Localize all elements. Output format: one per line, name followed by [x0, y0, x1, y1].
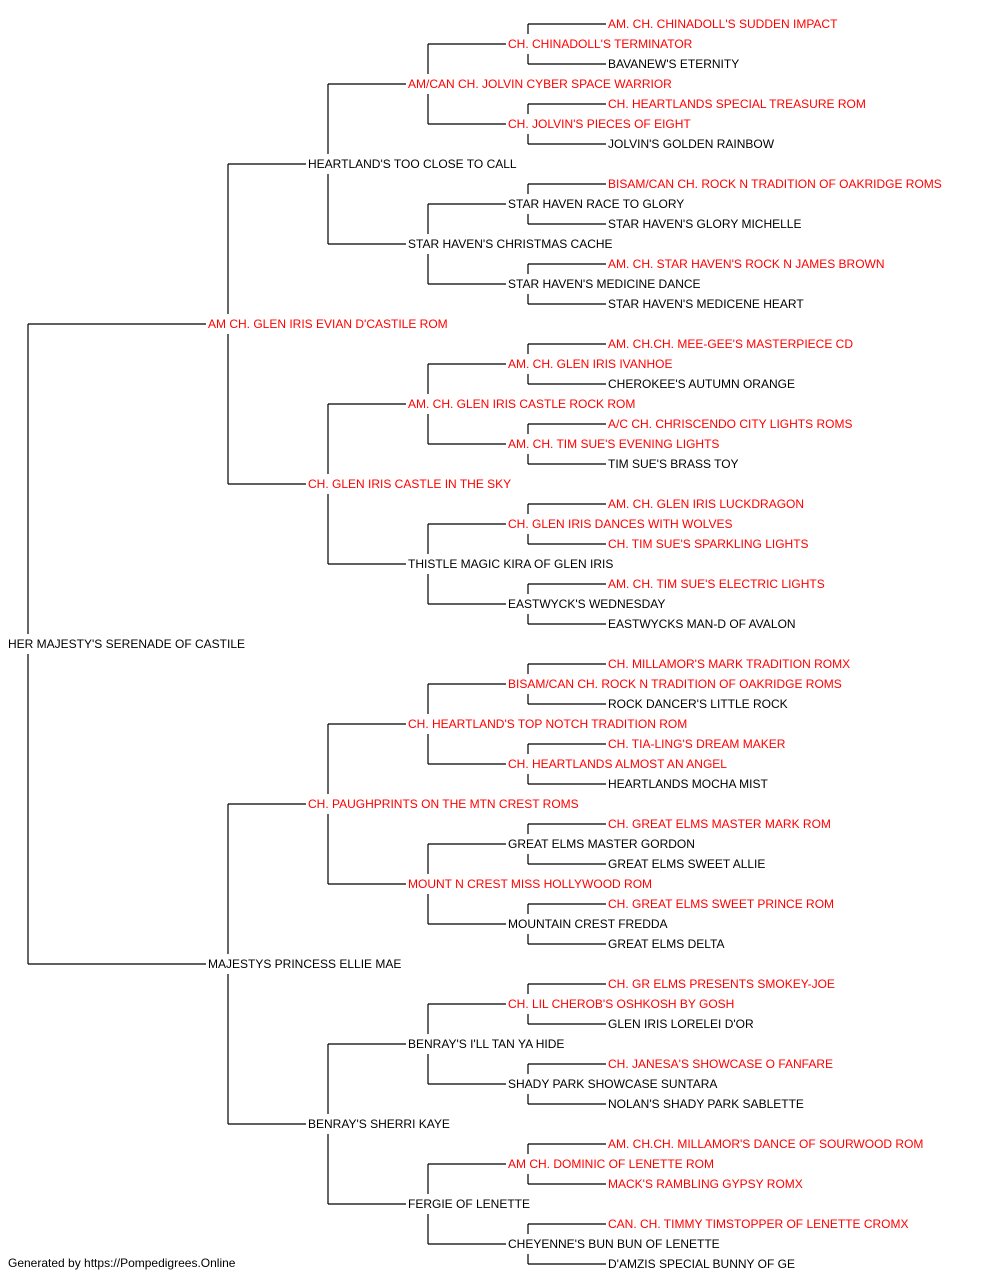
ancestor-name-gen2: CH. GLEN IRIS CASTLE IN THE SKY	[308, 477, 511, 491]
ancestor-name-gen3: MOUNT N CREST MISS HOLLYWOOD ROM	[408, 877, 652, 891]
subject-dog-name: HER MAJESTY'S SERENADE OF CASTILE	[8, 637, 245, 651]
ancestor-name-gen5: EASTWYCKS MAN-D OF AVALON	[608, 617, 796, 631]
ancestor-name-gen2: HEARTLAND'S TOO CLOSE TO CALL	[308, 157, 517, 171]
ancestor-name-gen5: JOLVIN'S GOLDEN RAINBOW	[608, 137, 775, 151]
ancestor-name-gen4: CH. HEARTLANDS ALMOST AN ANGEL	[508, 757, 727, 771]
ancestor-name-gen5: CH. MILLAMOR'S MARK TRADITION ROMX	[608, 657, 850, 671]
ancestor-name-gen5: ROCK DANCER'S LITTLE ROCK	[608, 697, 788, 711]
ancestor-name-gen4: STAR HAVEN RACE TO GLORY	[508, 197, 684, 211]
ancestor-name-gen5: D'AMZIS SPECIAL BUNNY OF GE	[608, 1257, 795, 1271]
ancestor-name-gen5: AM. CH. STAR HAVEN'S ROCK N JAMES BROWN	[608, 257, 885, 271]
ancestor-name-gen4: AM. CH. GLEN IRIS IVANHOE	[508, 357, 672, 371]
ancestor-name-gen4: CH. GLEN IRIS DANCES WITH WOLVES	[508, 517, 732, 531]
ancestor-name-gen5: AM. CH. GLEN IRIS LUCKDRAGON	[608, 497, 804, 511]
ancestor-name-gen5: NOLAN'S SHADY PARK SABLETTE	[608, 1097, 804, 1111]
ancestor-name-gen5: CH. TIA-LING'S DREAM MAKER	[608, 737, 786, 751]
generated-by-footer: Generated by https://Pompedigrees.Online	[8, 1256, 236, 1270]
ancestor-name-gen5: CH. GREAT ELMS MASTER MARK ROM	[608, 817, 831, 831]
ancestor-name-gen5: CH. GREAT ELMS SWEET PRINCE ROM	[608, 897, 834, 911]
ancestor-name-gen5: STAR HAVEN'S GLORY MICHELLE	[608, 217, 801, 231]
ancestor-name-gen4: SHADY PARK SHOWCASE SUNTARA	[508, 1077, 717, 1091]
ancestor-name-gen1: AM CH. GLEN IRIS EVIAN D'CASTILE ROM	[208, 317, 448, 331]
ancestor-name-gen5: CH. HEARTLANDS SPECIAL TREASURE ROM	[608, 97, 866, 111]
ancestor-name-gen4: STAR HAVEN'S MEDICINE DANCE	[508, 277, 701, 291]
ancestor-name-gen5: CH. JANESA'S SHOWCASE O FANFARE	[608, 1057, 833, 1071]
ancestor-name-gen5: STAR HAVEN'S MEDICENE HEART	[608, 297, 804, 311]
ancestor-name-gen5: CAN. CH. TIMMY TIMSTOPPER OF LENETTE CRO…	[608, 1217, 908, 1231]
ancestor-name-gen4: AM. CH. TIM SUE'S EVENING LIGHTS	[508, 437, 719, 451]
ancestor-name-gen5: AM. CH.CH. MILLAMOR'S DANCE OF SOURWOOD …	[608, 1137, 923, 1151]
ancestor-name-gen4: AM CH. DOMINIC OF LENETTE ROM	[508, 1157, 714, 1171]
ancestor-name-gen4: CH. JOLVIN'S PIECES OF EIGHT	[508, 117, 691, 131]
ancestor-name-gen5: A/C CH. CHRISCENDO CITY LIGHTS ROMS	[608, 417, 852, 431]
ancestor-name-gen5: CH. TIM SUE'S SPARKLING LIGHTS	[608, 537, 809, 551]
ancestor-name-gen5: BISAM/CAN CH. ROCK N TRADITION OF OAKRID…	[608, 177, 942, 191]
ancestor-name-gen5: AM. CH. CHINADOLL'S SUDDEN IMPACT	[608, 17, 838, 31]
ancestor-name-gen2: BENRAY'S SHERRI KAYE	[308, 1117, 450, 1131]
ancestor-name-gen3: STAR HAVEN'S CHRISTMAS CACHE	[408, 237, 613, 251]
ancestor-name-gen5: GREAT ELMS SWEET ALLIE	[608, 857, 765, 871]
ancestor-name-gen4: GREAT ELMS MASTER GORDON	[508, 837, 695, 851]
ancestor-name-gen3: AM. CH. GLEN IRIS CASTLE ROCK ROM	[408, 397, 635, 411]
ancestor-name-gen5: CH. GR ELMS PRESENTS SMOKEY-JOE	[608, 977, 835, 991]
ancestor-name-gen5: GREAT ELMS DELTA	[608, 937, 724, 951]
ancestor-name-gen4: CH. CHINADOLL'S TERMINATOR	[508, 37, 693, 51]
ancestor-name-gen5: MACK'S RAMBLING GYPSY ROMX	[608, 1177, 803, 1191]
ancestor-name-gen4: BISAM/CAN CH. ROCK N TRADITION OF OAKRID…	[508, 677, 842, 691]
ancestor-name-gen5: GLEN IRIS LORELEI D'OR	[608, 1017, 754, 1031]
ancestor-name-gen1: MAJESTYS PRINCESS ELLIE MAE	[208, 957, 401, 971]
ancestor-name-gen3: BENRAY'S I'LL TAN YA HIDE	[408, 1037, 564, 1051]
ancestor-name-gen5: AM. CH.CH. MEE-GEE'S MASTERPIECE CD	[608, 337, 853, 351]
ancestor-name-gen5: HEARTLANDS MOCHA MIST	[608, 777, 768, 791]
ancestor-name-gen5: BAVANEW'S ETERNITY	[608, 57, 739, 71]
ancestor-name-gen3: FERGIE OF LENETTE	[408, 1197, 530, 1211]
ancestor-name-gen3: CH. HEARTLAND'S TOP NOTCH TRADITION ROM	[408, 717, 687, 731]
ancestor-name-gen4: EASTWYCK'S WEDNESDAY	[508, 597, 665, 611]
ancestor-name-gen2: CH. PAUGHPRINTS ON THE MTN CREST ROMS	[308, 797, 579, 811]
ancestor-name-gen4: CH. LIL CHEROB'S OSHKOSH BY GOSH	[508, 997, 734, 1011]
ancestor-name-gen4: CHEYENNE'S BUN BUN OF LENETTE	[508, 1237, 720, 1251]
ancestor-name-gen3: AM/CAN CH. JOLVIN CYBER SPACE WARRIOR	[408, 77, 672, 91]
ancestor-name-gen5: CHEROKEE'S AUTUMN ORANGE	[608, 377, 795, 391]
ancestor-name-gen3: THISTLE MAGIC KIRA OF GLEN IRIS	[408, 557, 613, 571]
ancestor-name-gen5: TIM SUE'S BRASS TOY	[608, 457, 739, 471]
ancestor-name-gen4: MOUNTAIN CREST FREDDA	[508, 917, 668, 931]
ancestor-name-gen5: AM. CH. TIM SUE'S ELECTRIC LIGHTS	[608, 577, 825, 591]
